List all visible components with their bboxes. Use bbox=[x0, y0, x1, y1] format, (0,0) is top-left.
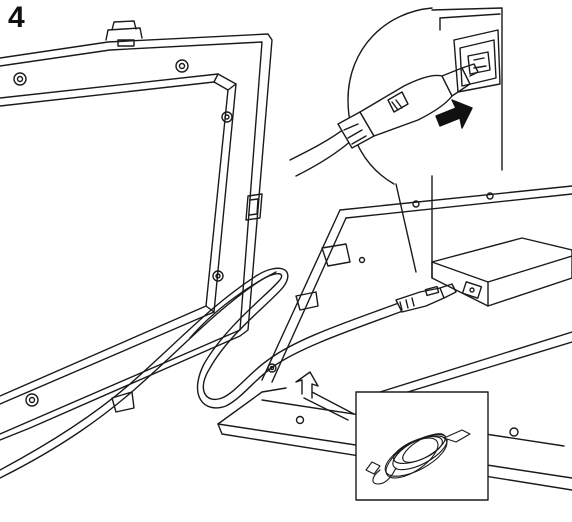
screw-icon bbox=[13, 59, 233, 407]
left-frame bbox=[0, 20, 273, 441]
step-number: 4 bbox=[8, 1, 25, 34]
direction-arrow bbox=[295, 371, 355, 421]
zoom-callout-circle bbox=[289, 7, 503, 273]
power-cable bbox=[0, 267, 417, 479]
led-driver-box bbox=[431, 237, 572, 307]
coiled-cable-icon bbox=[365, 429, 471, 485]
power-cord-plug bbox=[395, 283, 457, 313]
coiled-cable-inset bbox=[355, 391, 489, 501]
insert-arrow bbox=[435, 99, 473, 129]
